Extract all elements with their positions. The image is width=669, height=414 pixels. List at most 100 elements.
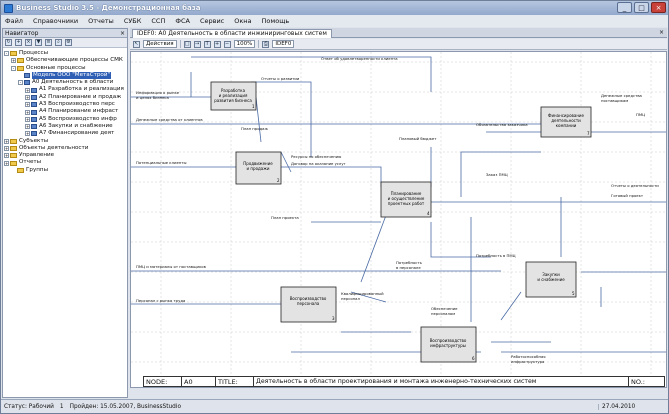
- svg-text:Потенциальные клиенты: Потенциальные клиенты: [136, 160, 187, 165]
- svg-text:Договор на оказание услуг: Договор на оказание услуг: [291, 161, 346, 166]
- expand-icon[interactable]: +: [4, 146, 9, 151]
- tree-item[interactable]: Группы: [4, 167, 127, 174]
- expand-icon[interactable]: +: [11, 58, 16, 64]
- menu-subk[interactable]: СУБК: [123, 17, 142, 25]
- tree-item[interactable]: -Основные процессы: [4, 65, 127, 72]
- maximize-button[interactable]: □: [634, 2, 649, 13]
- tree-item[interactable]: +A5 Воспроизводство инфр: [4, 116, 127, 123]
- process-box-5[interactable]: Закупки и снабжение 5: [525, 261, 577, 298]
- expand-icon[interactable]: +: [25, 124, 30, 130]
- menu-service[interactable]: Сервис: [199, 17, 225, 25]
- footer-title-value: Деятельность в области проектирования и …: [254, 377, 629, 386]
- tree-item[interactable]: +Управление: [4, 152, 127, 159]
- expand-icon[interactable]: +: [25, 94, 30, 100]
- new-icon[interactable]: +: [15, 39, 22, 46]
- process-box-7[interactable]: Финансирование деятельности компании 7: [540, 106, 592, 138]
- tree-item-label: Модель ООО "МетаСтрой": [32, 71, 112, 80]
- process-box-1[interactable]: Разработка и реализация развития бизнеса…: [210, 81, 257, 111]
- method-dropdown[interactable]: IDEF0: [272, 40, 295, 48]
- expand-icon[interactable]: +: [4, 153, 9, 159]
- tab-label: IDEF0: A0 Деятельность в области инжинир…: [137, 30, 327, 37]
- settings-icon[interactable]: ⚙: [65, 39, 72, 46]
- menu-windows[interactable]: Окна: [234, 17, 252, 25]
- folder-icon: [10, 138, 17, 144]
- expand-icon[interactable]: +: [25, 102, 30, 108]
- expand-icon[interactable]: +: [25, 87, 30, 93]
- expand-icon[interactable]: -: [11, 65, 16, 71]
- status-count: 1: [59, 403, 64, 410]
- process-box-3[interactable]: Воспроизводство персонала 3: [280, 286, 337, 323]
- status-author: Пройден: 15.05.2007, BusinessStudio: [69, 403, 182, 410]
- minimize-button[interactable]: _: [617, 2, 632, 13]
- separator: [179, 40, 181, 48]
- zoom-in-icon[interactable]: +: [213, 40, 221, 48]
- tree-item[interactable]: +A3 Воспроизводство перс: [4, 101, 127, 108]
- tree-item[interactable]: + Объекты деятельности: [4, 145, 127, 152]
- tab-close-icon[interactable]: ×: [658, 29, 664, 36]
- process-icon: [31, 131, 37, 137]
- svg-text:компании: компании: [556, 123, 577, 128]
- folder-icon: [17, 58, 24, 64]
- svg-text:Потребность: Потребность: [396, 260, 423, 265]
- tree-item[interactable]: - Процессы: [4, 50, 127, 57]
- select-icon[interactable]: ↖: [133, 40, 140, 48]
- tree-item[interactable]: +Субъекты: [4, 138, 127, 145]
- navigator-toolbar: ↻ + × ▼ ≡ ⌕ ⚙: [3, 38, 127, 48]
- tree-item[interactable]: +A7 Финансирование деят: [4, 130, 127, 137]
- close-button[interactable]: ×: [651, 2, 666, 13]
- tab-idef0-a0[interactable]: IDEF0: A0 Деятельность в области инжинир…: [132, 29, 332, 38]
- tree-item[interactable]: Модель ООО "МетаСтрой": [4, 71, 127, 80]
- tree-item-label: Процессы: [19, 50, 48, 56]
- search-icon[interactable]: ⌕: [55, 39, 62, 46]
- tree-item-label: A0 Деятельность в области: [32, 79, 114, 86]
- tree-item[interactable]: +A6 Закупки и снабжение: [4, 123, 127, 130]
- menu-ssp[interactable]: ССП: [151, 17, 166, 25]
- process-box-2[interactable]: Продвижение и продажи 2: [235, 151, 282, 185]
- expand-icon[interactable]: +: [25, 131, 30, 137]
- filter-icon[interactable]: ▼: [35, 39, 42, 46]
- tree-item[interactable]: +A4 Планирование инфраст: [4, 108, 127, 115]
- svg-text:Закупки: Закупки: [542, 272, 560, 277]
- menu-file[interactable]: Файл: [5, 17, 23, 25]
- svg-text:деятельности: деятельности: [551, 118, 581, 123]
- svg-text:развития бизнеса: развития бизнеса: [214, 98, 252, 103]
- menu-references[interactable]: Справочники: [32, 17, 79, 25]
- zoom-dropdown[interactable]: 100%: [233, 40, 256, 48]
- menu-help[interactable]: Помощь: [261, 17, 290, 25]
- process-icon: [31, 94, 37, 100]
- tree-item[interactable]: +A2 Планирование и продаж: [4, 94, 127, 101]
- view-dropdown[interactable]: Действия: [143, 40, 177, 48]
- process-box-4[interactable]: Планирование и осуществление проектных р…: [380, 181, 432, 218]
- expand-icon[interactable]: +: [4, 138, 9, 144]
- expand-icon[interactable]: +: [25, 116, 30, 122]
- expand-icon[interactable]: +: [25, 109, 30, 115]
- idef0-diagram: Разработка и реализация развития бизнеса…: [131, 52, 666, 387]
- zoom-out-icon[interactable]: −: [223, 40, 231, 48]
- tree-item[interactable]: +Отчеты: [4, 159, 127, 166]
- box-tool-icon[interactable]: □: [183, 40, 191, 48]
- svg-text:Заказ ПМЦ: Заказ ПМЦ: [486, 172, 508, 177]
- process-box-6[interactable]: Воспроизводство инфраструктуры 6: [420, 326, 477, 363]
- navigator-close-icon[interactable]: ×: [119, 29, 125, 37]
- expand-icon[interactable]: -: [18, 80, 23, 86]
- refresh-icon[interactable]: ↻: [5, 39, 12, 46]
- status-date: 27.04.2010: [598, 403, 668, 410]
- arrow-tool-icon[interactable]: →: [193, 40, 201, 48]
- text-tool-icon[interactable]: T: [203, 40, 211, 48]
- svg-text:Продвижение: Продвижение: [243, 161, 273, 166]
- menu-fsa[interactable]: ФСА: [175, 17, 190, 25]
- menu-reports[interactable]: Отчеты: [88, 17, 114, 25]
- expand-icon[interactable]: +: [4, 160, 9, 166]
- svg-text:5: 5: [572, 291, 575, 296]
- properties-icon[interactable]: ≡: [45, 39, 52, 46]
- print-icon[interactable]: ⎙: [262, 40, 270, 48]
- tree-item[interactable]: +A1 Разработка и реализация: [4, 86, 127, 93]
- tree-item[interactable]: - A0 Деятельность в области: [4, 79, 127, 86]
- diagram-canvas[interactable]: Разработка и реализация развития бизнеса…: [130, 51, 667, 388]
- tree-item-label: Объекты деятельности: [19, 144, 89, 151]
- delete-icon[interactable]: ×: [25, 39, 32, 46]
- tree-item[interactable]: +Обеспечивающие процессы СМК: [4, 57, 127, 64]
- expand-icon[interactable]: -: [4, 51, 9, 57]
- svg-text:7: 7: [587, 131, 590, 136]
- svg-text:в персонале: в персонале: [396, 265, 421, 270]
